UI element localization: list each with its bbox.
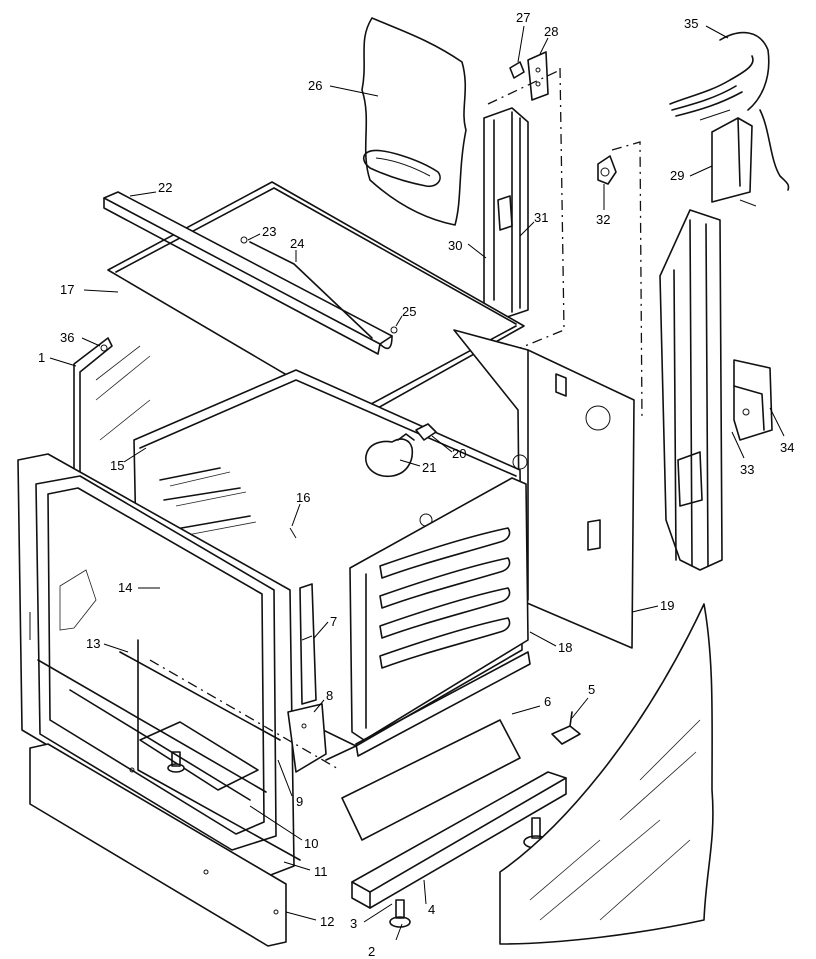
callout-3: 3 (350, 916, 357, 931)
callout-4: 4 (428, 902, 435, 917)
part-16-screw (289, 527, 297, 539)
callout-10: 10 (304, 836, 318, 851)
part-18-side-wall (349, 477, 531, 757)
part-6-deflector (341, 719, 521, 841)
callout-8: 8 (326, 688, 333, 703)
callout-31: 31 (534, 210, 548, 225)
callout-5: 5 (588, 682, 595, 697)
part-12-kick-panel (29, 743, 287, 947)
callout-30: 30 (448, 238, 462, 253)
callout-17: 17 (60, 282, 74, 297)
part-7-bracket (299, 583, 317, 705)
callout-19: 19 (660, 598, 674, 613)
part-20-socket (415, 423, 437, 441)
lower-section (137, 639, 357, 861)
part-30-31-side-channel (483, 67, 565, 349)
callout-16: 16 (296, 490, 310, 505)
part-4-bottom-rail (351, 771, 567, 909)
callout-14: 14 (118, 580, 132, 595)
part-21-light-bulb (365, 433, 415, 478)
callout-12: 12 (320, 914, 334, 929)
callout-27: 27 (516, 10, 530, 25)
part-35-wiring-harness (669, 31, 790, 191)
part-8-bracket (287, 703, 327, 773)
callout-23: 23 (262, 224, 276, 239)
callout-33: 33 (740, 462, 754, 477)
part-27-28-brackets (509, 51, 549, 101)
part-19-side-panel (453, 329, 635, 649)
callout-18: 18 (558, 640, 572, 655)
part-13-glass-guide (119, 651, 281, 791)
callout-22: 22 (158, 180, 172, 195)
callout-21: 21 (422, 460, 436, 475)
part-side-outer-panel (499, 603, 714, 945)
callout-29: 29 (670, 168, 684, 183)
callout-13: 13 (86, 636, 100, 651)
callout-34: 34 (780, 440, 794, 455)
callout-20: 20 (452, 446, 466, 461)
part-22-front-trim (103, 191, 393, 355)
callout-24: 24 (290, 236, 304, 251)
callout-7: 7 (330, 614, 337, 629)
callout-11: 11 (314, 864, 328, 879)
callout-1: 1 (38, 350, 45, 365)
callouts: 2 3 4 5 6 7 8 9 10 11 12 13 14 15 16 17 (38, 10, 794, 959)
callout-32: 32 (596, 212, 610, 227)
part-34-bracket (733, 359, 773, 441)
part-32-fitting (597, 141, 643, 421)
callout-9: 9 (296, 794, 303, 809)
part-33-right-channel (659, 209, 723, 571)
callout-25: 25 (402, 304, 416, 319)
part-26-insulation-blanket (361, 17, 467, 226)
part-29-cover-box (711, 117, 757, 207)
callout-6: 6 (544, 694, 551, 709)
callout-28: 28 (544, 24, 558, 39)
callout-26: 26 (308, 78, 322, 93)
callout-15: 15 (110, 458, 124, 473)
callout-2: 2 (368, 944, 375, 959)
callout-35: 35 (684, 16, 698, 31)
callout-36: 36 (60, 330, 74, 345)
part-5-bracket (551, 711, 581, 745)
part-23-24-25-hardware (240, 236, 398, 339)
